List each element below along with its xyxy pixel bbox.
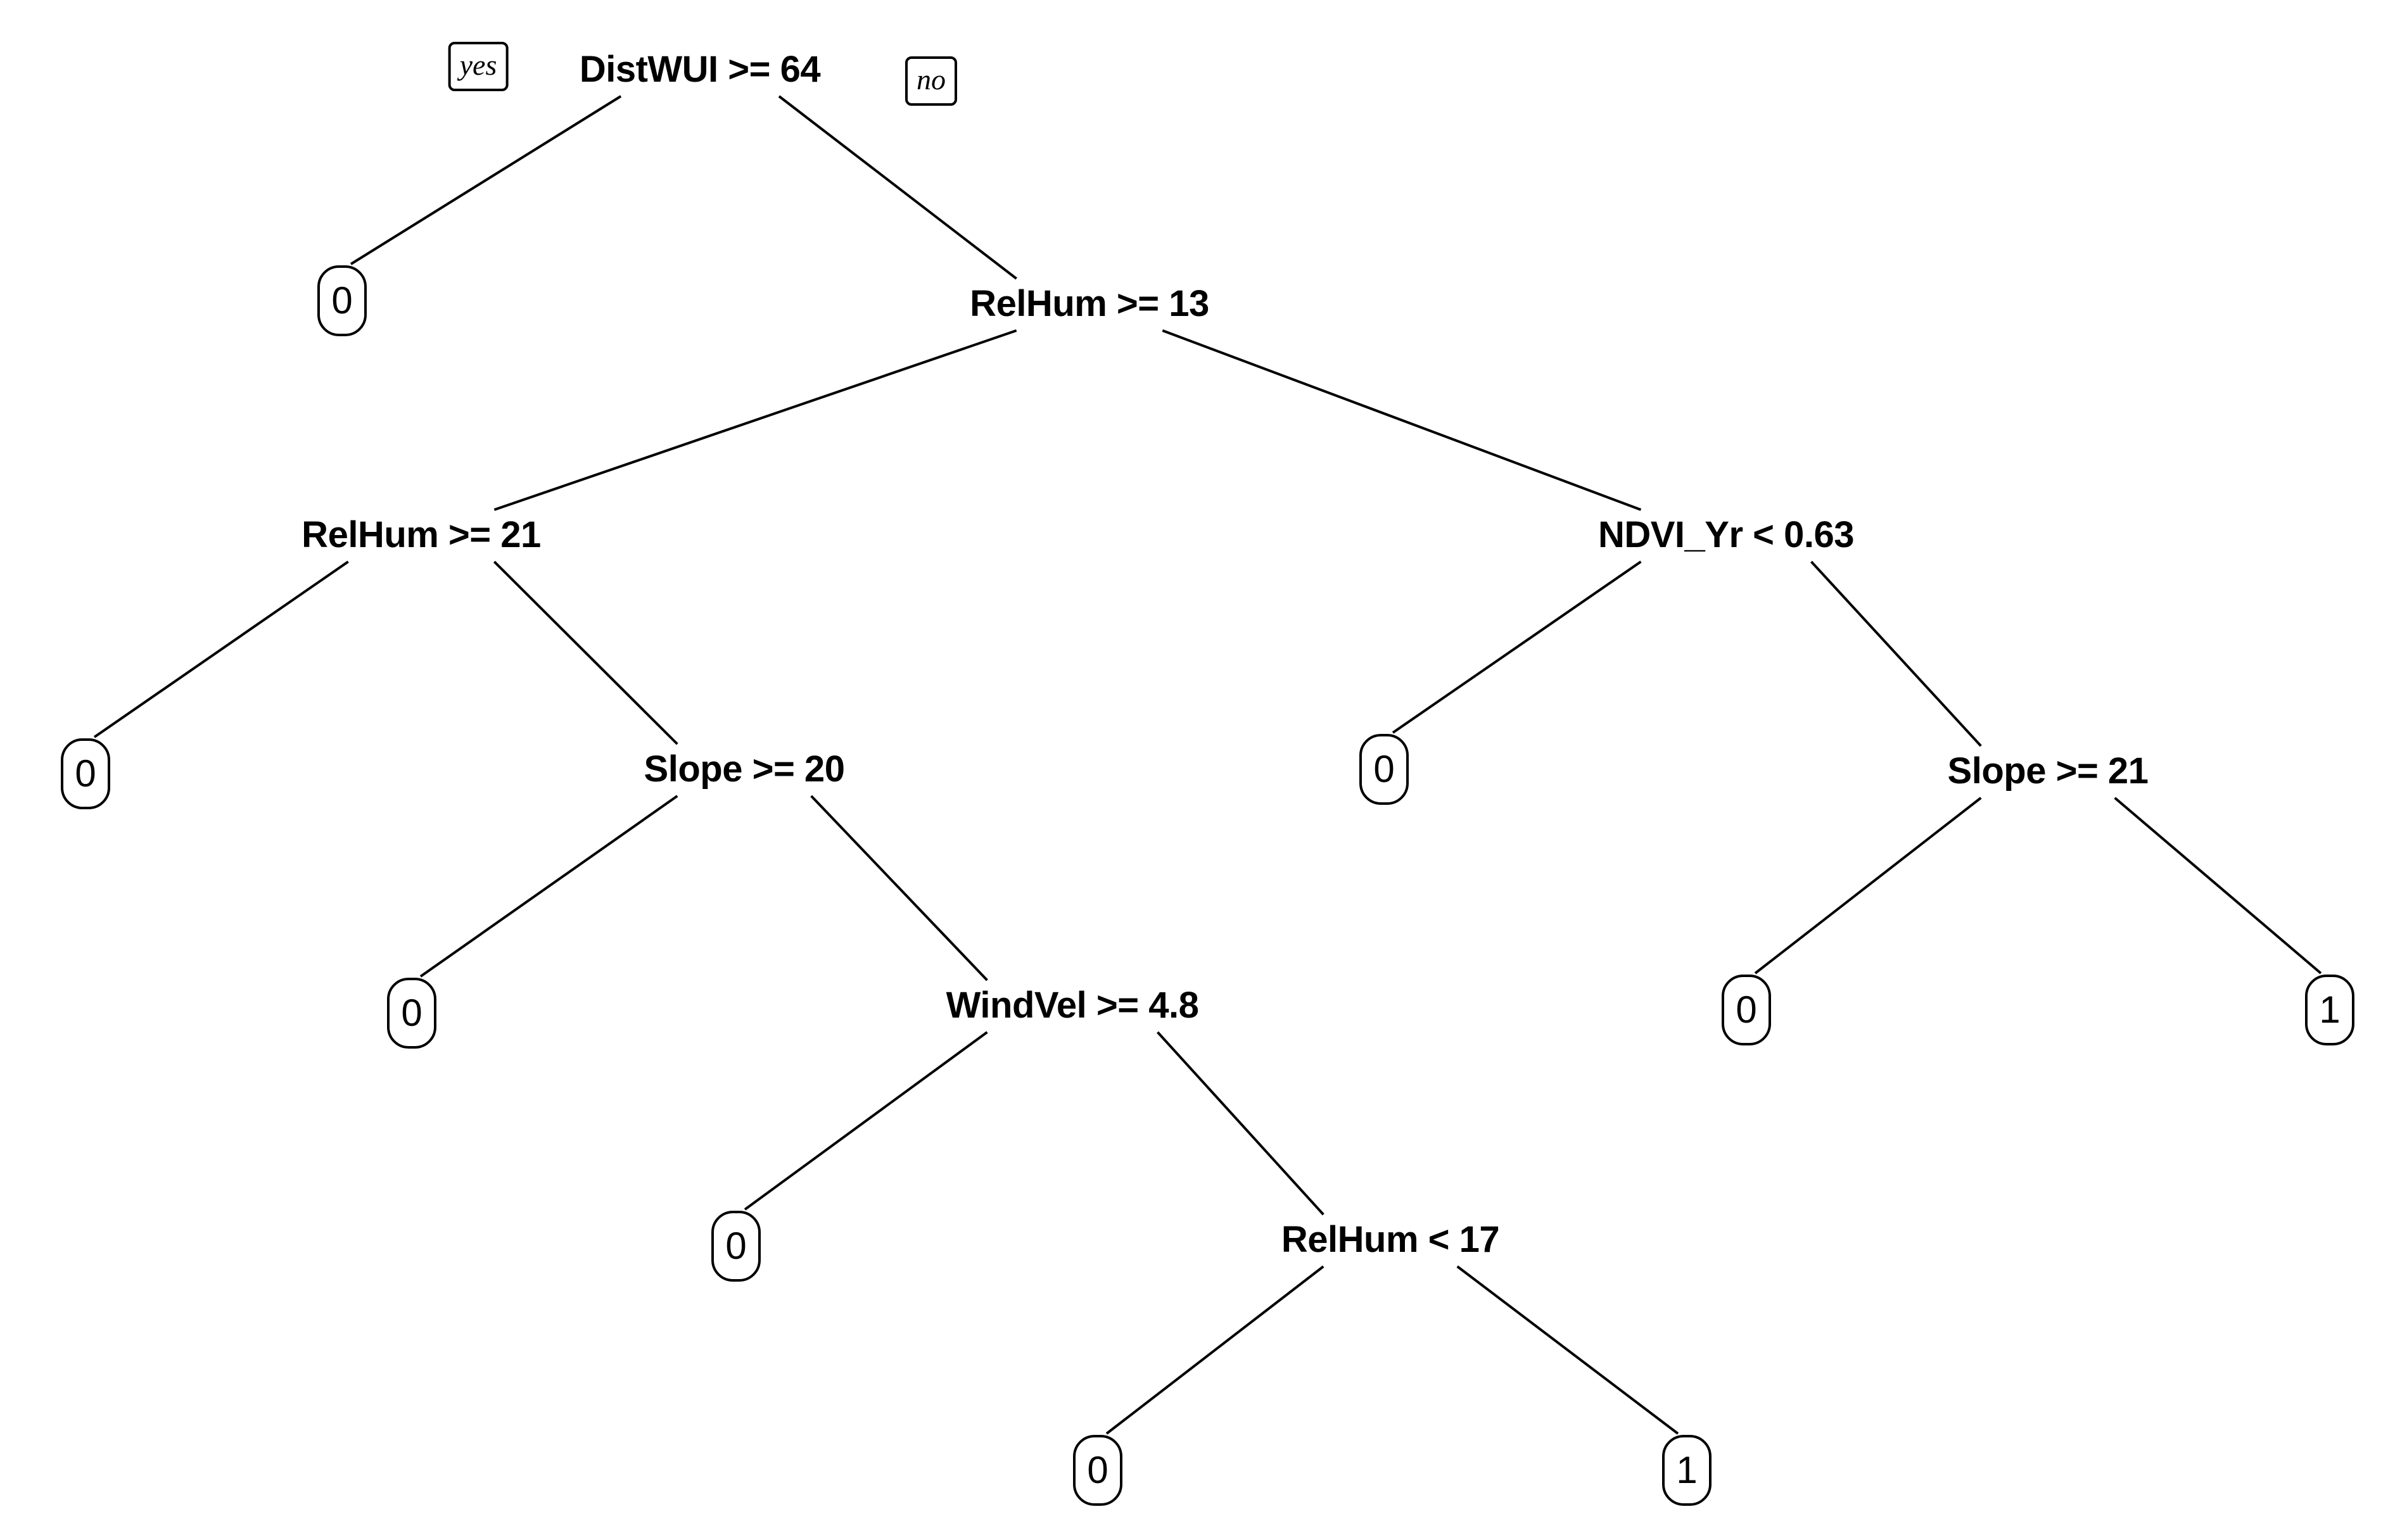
tree-edge-n0-to-n1 <box>350 95 622 265</box>
tree-edge-n14-to-n16 <box>1456 1265 1679 1435</box>
tree-edge-n8-to-n12 <box>2114 797 2322 975</box>
tree-edge-n10-to-n13 <box>744 1031 988 1211</box>
split-node-n6: Slope >= 20 <box>644 748 845 790</box>
leaf-node-n9: 0 <box>387 978 436 1049</box>
tree-edge-n4-to-n7 <box>1392 560 1642 734</box>
leaf-node-n1: 0 <box>317 265 367 336</box>
tree-edge-n14-to-n15 <box>1105 1265 1324 1435</box>
leaf-node-n11: 0 <box>1722 975 1771 1045</box>
tree-edge-n6-to-n10 <box>810 795 988 981</box>
split-node-n0: DistWUI >= 64 <box>579 49 821 90</box>
split-node-n10: WindVel >= 4.8 <box>946 985 1199 1026</box>
leaf-node-n7: 0 <box>1359 734 1409 805</box>
leaf-node-n16: 1 <box>1662 1435 1712 1506</box>
leaf-node-n13: 0 <box>711 1211 761 1282</box>
tree-edge-n3-to-n5 <box>93 560 349 738</box>
tree-edge-n2-to-n4 <box>1162 329 1642 511</box>
tree-edge-n4-to-n8 <box>1810 560 1982 747</box>
branch-label-yes: yes <box>448 42 509 91</box>
split-node-n3: RelHum >= 21 <box>302 514 541 555</box>
split-node-n4: NDVI_Yr < 0.63 <box>1597 514 1855 555</box>
tree-edge-n0-to-n2 <box>778 95 1017 280</box>
tree-edge-n3-to-n6 <box>493 560 678 745</box>
tree-edge-n8-to-n11 <box>1754 797 1982 975</box>
branch-label-no: no <box>905 56 957 106</box>
tree-edge-n6-to-n9 <box>419 795 678 978</box>
tree-edge-n2-to-n3 <box>493 329 1017 511</box>
leaf-node-n12: 1 <box>2305 975 2354 1045</box>
leaf-node-n5: 0 <box>61 738 110 809</box>
leaf-node-n15: 0 <box>1073 1435 1122 1506</box>
split-node-n2: RelHum >= 13 <box>970 283 1209 324</box>
split-node-n8: Slope >= 21 <box>1947 750 2149 792</box>
split-node-n14: RelHum < 17 <box>1281 1219 1500 1260</box>
tree-edge-n10-to-n14 <box>1157 1031 1324 1216</box>
